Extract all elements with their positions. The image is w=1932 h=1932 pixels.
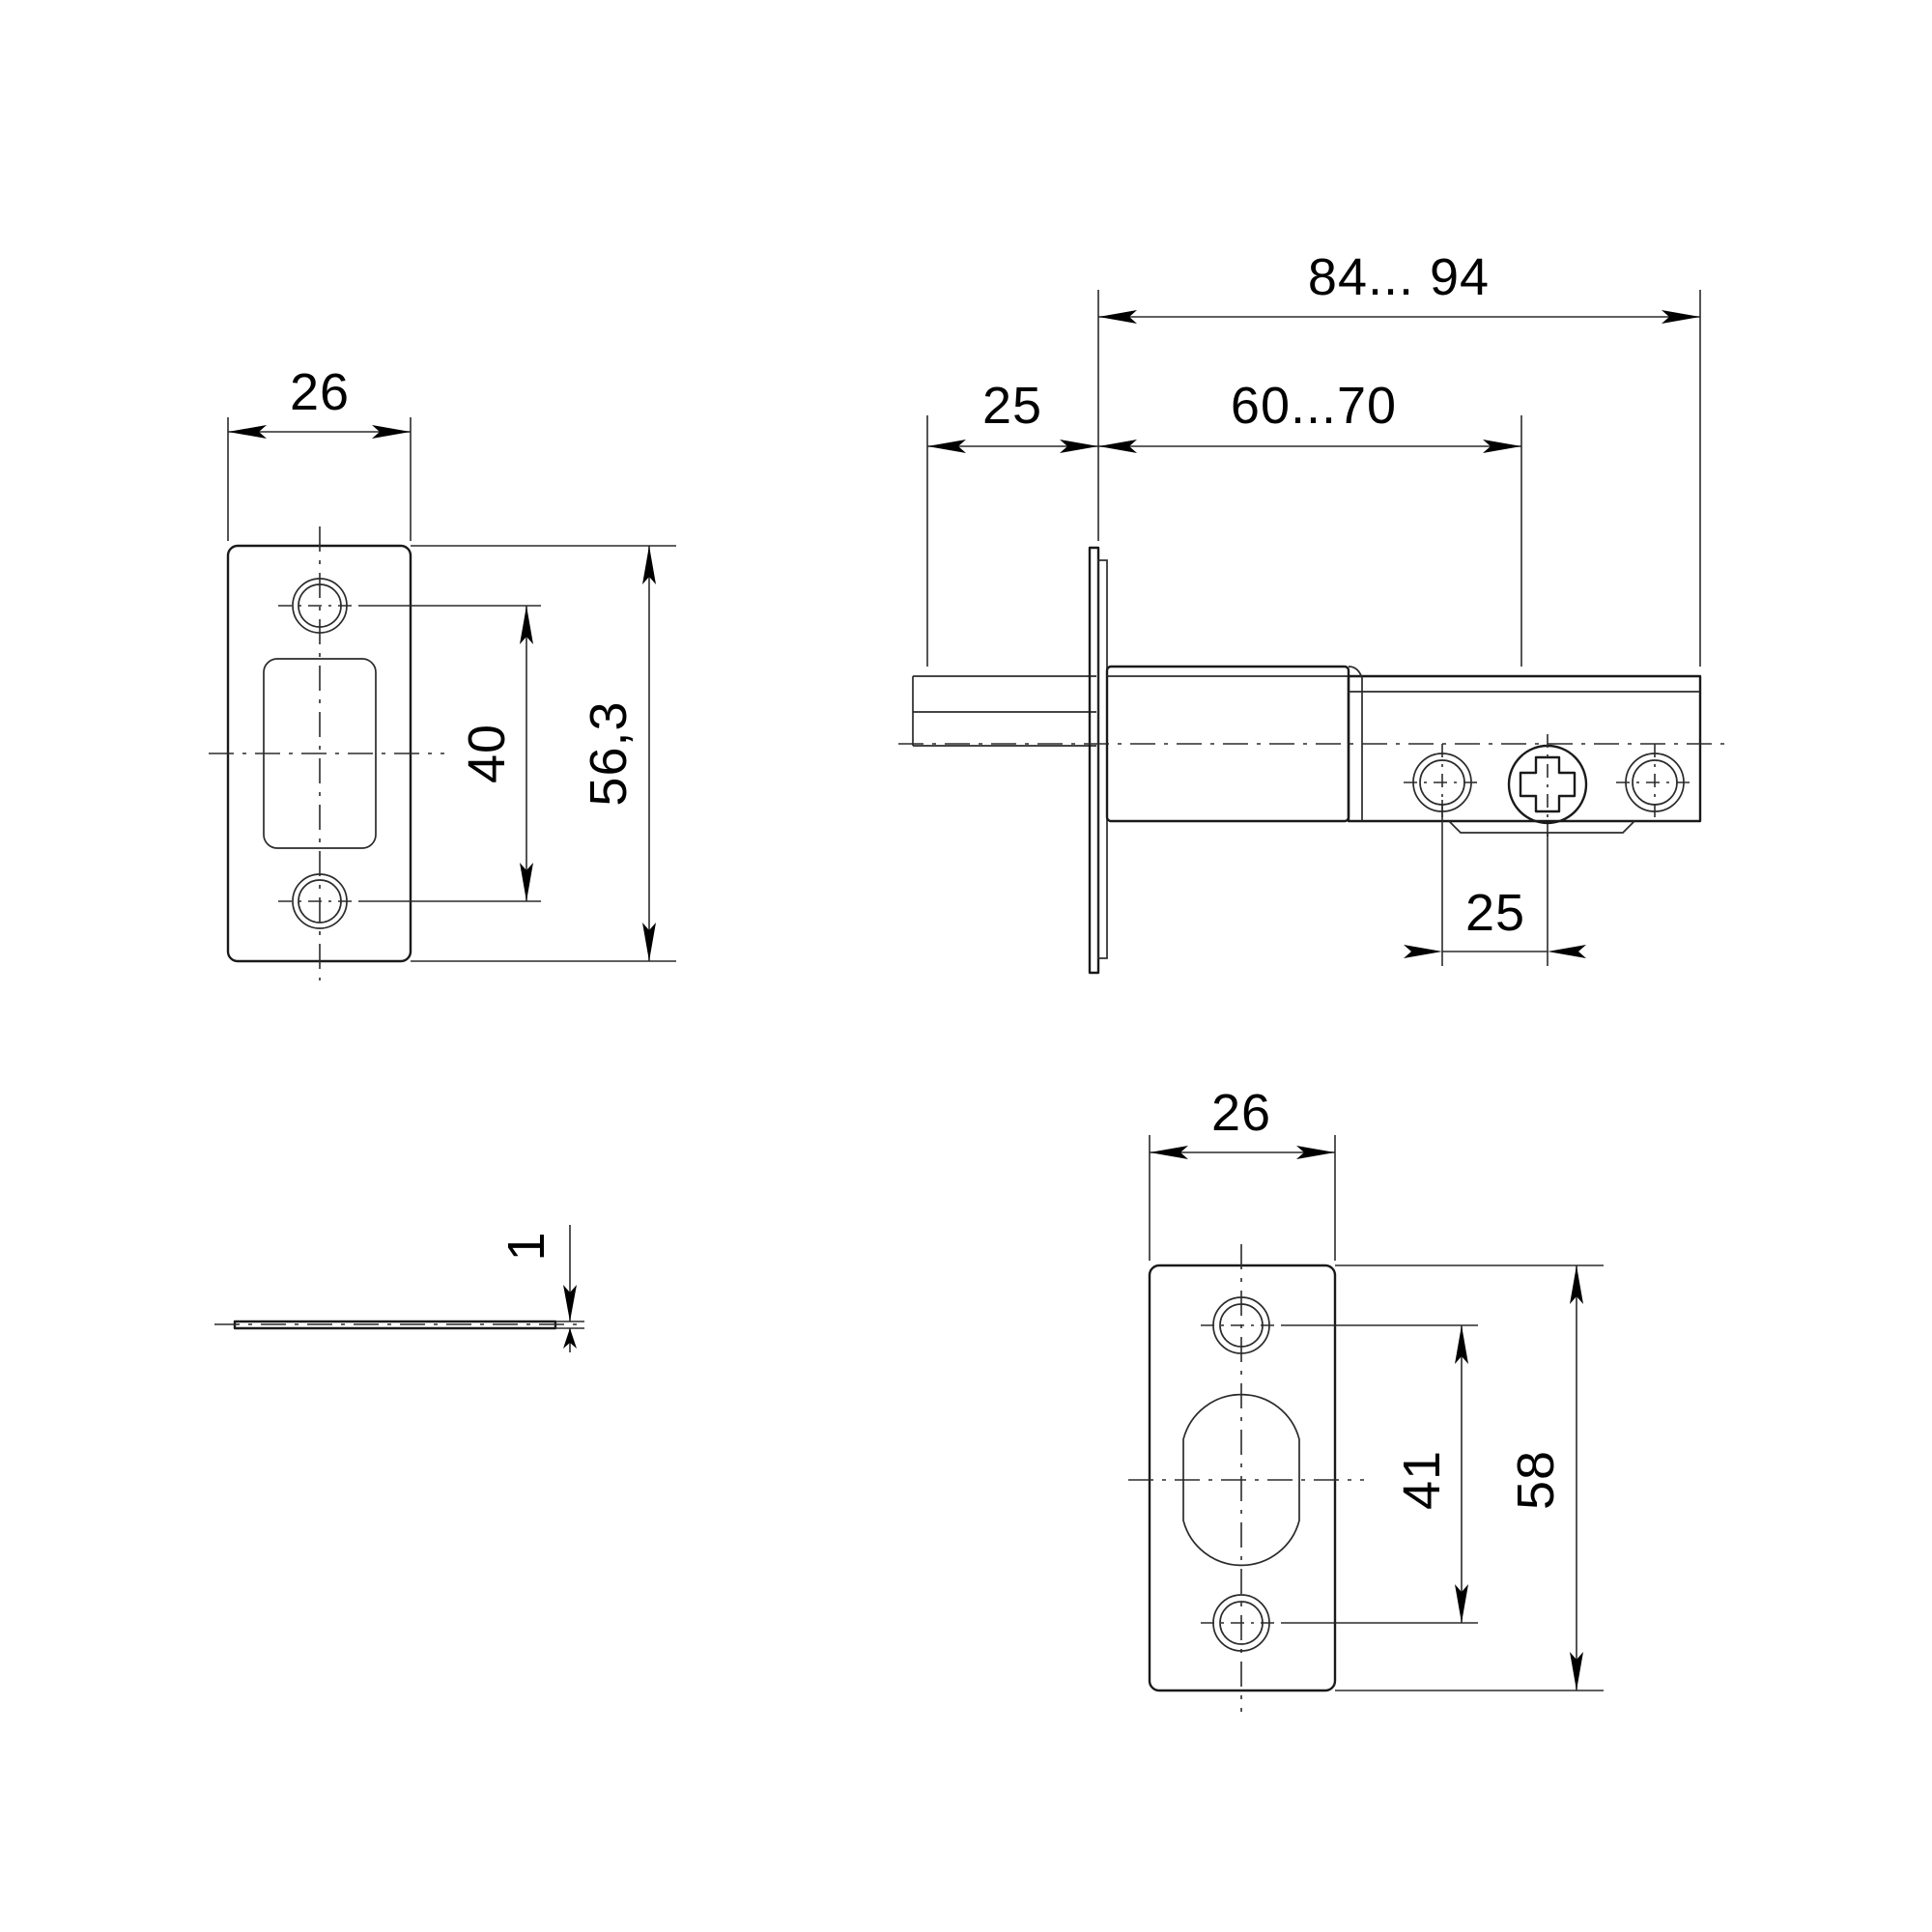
- view-latch-assembly-side: [898, 290, 1729, 975]
- dimension-26-faceplate-width: [1149, 1135, 1336, 1261]
- dimension-label-60-70-body-length: 60...70: [1231, 377, 1397, 435]
- dimension-56-3-plate-height: [411, 545, 676, 962]
- dimension-label-40-hole-spacing: 40: [458, 724, 516, 783]
- dimension-label-26-faceplate-width: 26: [1211, 1084, 1271, 1142]
- dimension-label-25-screw-spacing: 25: [1465, 884, 1525, 942]
- dimension-label-58-faceplate-height: 58: [1507, 1450, 1565, 1510]
- dimension-1-plate-thickness: [555, 1225, 584, 1352]
- mounting-plate-screw-center-phillips: [1507, 734, 1588, 837]
- faceplate-outline: [1148, 1264, 1337, 1692]
- dimension-40-hole-spacing: [361, 605, 541, 902]
- view-strike-plate-front: [209, 417, 676, 980]
- latch-mounting-plate: [1347, 666, 1702, 823]
- dimension-label-84-94-overall-length: 84... 94: [1308, 248, 1490, 306]
- dimension-label-25-backset: 25: [982, 377, 1042, 435]
- dimension-84-94-overall-length: [1097, 290, 1701, 667]
- mounting-plate-screw-right: [1616, 744, 1693, 821]
- view-faceplate-front: [1128, 1135, 1604, 1712]
- dimension-label-41-hole-spacing: 41: [1393, 1450, 1451, 1510]
- dimension-25-screw-spacing: [1404, 800, 1586, 966]
- dimension-25-backset: [926, 415, 1098, 667]
- dimension-label-26-strike-plate-width: 26: [290, 363, 350, 421]
- faceplate-latch-bore: [1182, 1393, 1300, 1567]
- dimension-label-1-plate-thickness: 1: [497, 1231, 555, 1261]
- dimension-41-hole-spacing: [1283, 1324, 1478, 1624]
- dimension-26-strike-plate-width: [227, 417, 412, 541]
- view-plate-edge: [214, 1225, 584, 1352]
- latch-faceplate-edge: [1088, 546, 1108, 975]
- dimension-58-faceplate-height: [1335, 1264, 1604, 1691]
- dimension-label-56-3-plate-height: 56,3: [580, 700, 638, 806]
- mounting-plate-notch: [1448, 820, 1635, 834]
- dimension-60-70-body-length: [1098, 415, 1522, 667]
- latch-tongue-bar: [912, 675, 1096, 747]
